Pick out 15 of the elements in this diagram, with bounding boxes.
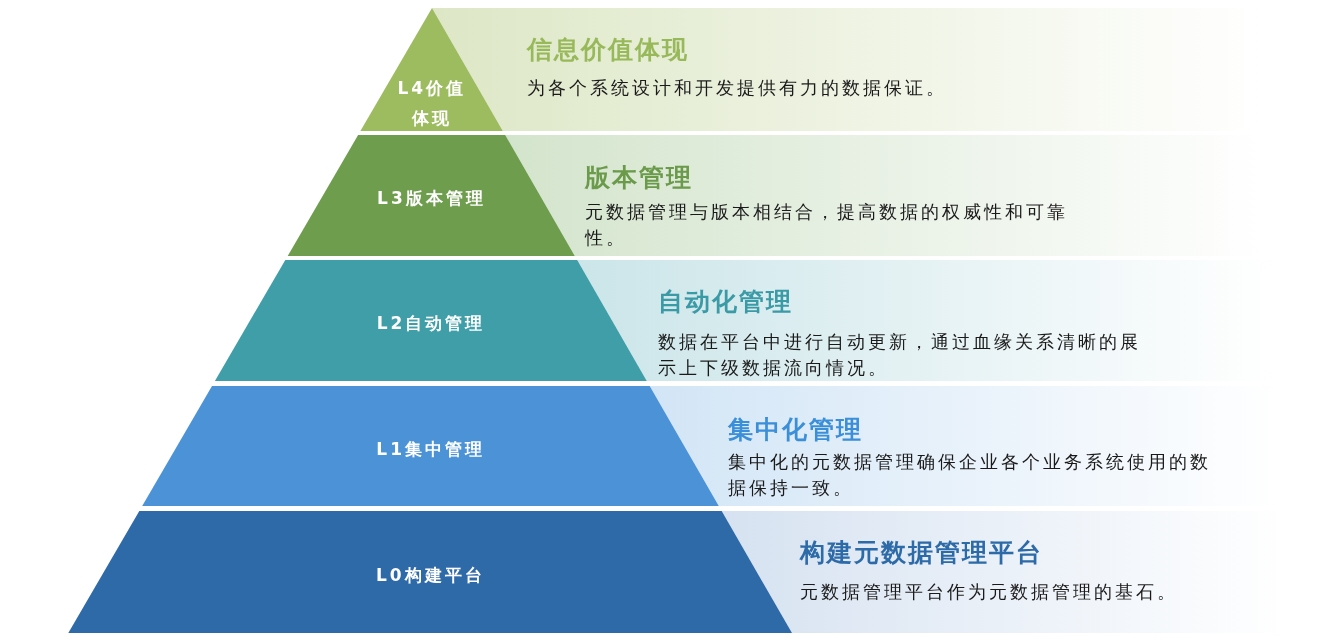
level-label: L2自动管理 — [375, 312, 487, 335]
tier-description: 元数据管理平台作为元数据管理的基石。 — [800, 580, 1179, 604]
tier-heading: 构建元数据管理平台 — [800, 537, 1043, 569]
level-label: L1集中管理 — [375, 438, 486, 461]
level-label: L4价值体现 — [396, 77, 468, 130]
tier-heading: 自动化管理 — [658, 286, 793, 318]
level-label: L3版本管理 — [376, 187, 487, 210]
level-label: L0构建平台 — [374, 564, 486, 587]
tier-heading: 版本管理 — [585, 162, 693, 194]
tier-description: 数据在平台中进行自动更新，通过血缘关系清晰的展示上下级数据流向情况。 — [658, 330, 1142, 380]
tier-description: 集中化的元数据管理确保企业各个业务系统使用的数据保持一致。 — [728, 450, 1212, 500]
tier-heading: 集中化管理 — [728, 414, 863, 446]
tier-heading: 信息价值体现 — [527, 34, 689, 66]
tier-description: 元数据管理与版本相结合，提高数据的权威性和可靠性。 — [585, 200, 1069, 250]
tier-description: 为各个系统设计和开发提供有力的数据保证。 — [527, 76, 948, 100]
